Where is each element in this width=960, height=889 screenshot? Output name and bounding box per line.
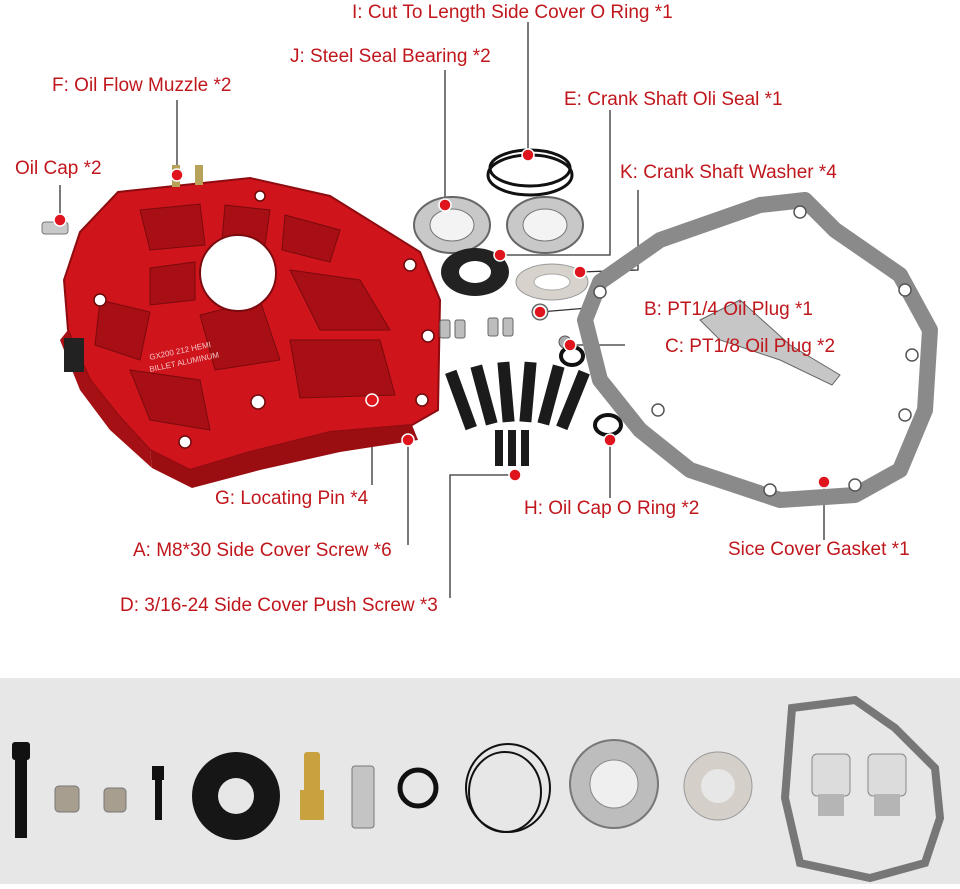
label-cut-o-ring: I: Cut To Length Side Cover O Ring *1 bbox=[352, 2, 673, 23]
label-side-cover-gasket: Sice Cover Gasket *1 bbox=[728, 539, 910, 560]
callout-dots bbox=[53, 148, 831, 489]
crank-washers bbox=[515, 263, 589, 301]
label-oil-flow-muzzle: F: Oil Flow Muzzle *2 bbox=[52, 75, 232, 96]
label-pt18-oil-plug: C: PT1/8 Oil Plug *2 bbox=[665, 336, 836, 357]
red-side-cover: GX200 212 HEMI BILLET ALUMINUM bbox=[41, 165, 442, 488]
side-cover-gasket bbox=[577, 192, 938, 508]
label-oil-cap: Oil Cap *2 bbox=[15, 158, 102, 179]
label-locating-pin: G: Locating Pin *4 bbox=[215, 488, 369, 509]
label-side-cover-screw: A: M8*30 Side Cover Screw *6 bbox=[133, 540, 392, 561]
crank-seals bbox=[441, 248, 509, 296]
bottom-parts bbox=[12, 695, 945, 883]
label-crank-shaft-washer: K: Crank Shaft Washer *4 bbox=[620, 162, 837, 183]
label-steel-seal-bearing: J: Steel Seal Bearing *2 bbox=[290, 46, 491, 67]
screws bbox=[445, 361, 590, 466]
bearings bbox=[413, 196, 584, 254]
label-oil-cap-o-ring: H: Oil Cap O Ring *2 bbox=[524, 498, 700, 519]
locating-pins bbox=[439, 317, 514, 339]
label-push-screw: D: 3/16-24 Side Cover Push Screw *3 bbox=[120, 595, 438, 616]
bottom-product-strip bbox=[0, 678, 960, 884]
label-crank-shaft-seal: E: Crank Shaft Oli Seal *1 bbox=[564, 89, 783, 110]
label-pt14-oil-plug: B: PT1/4 Oil Plug *1 bbox=[644, 299, 813, 320]
